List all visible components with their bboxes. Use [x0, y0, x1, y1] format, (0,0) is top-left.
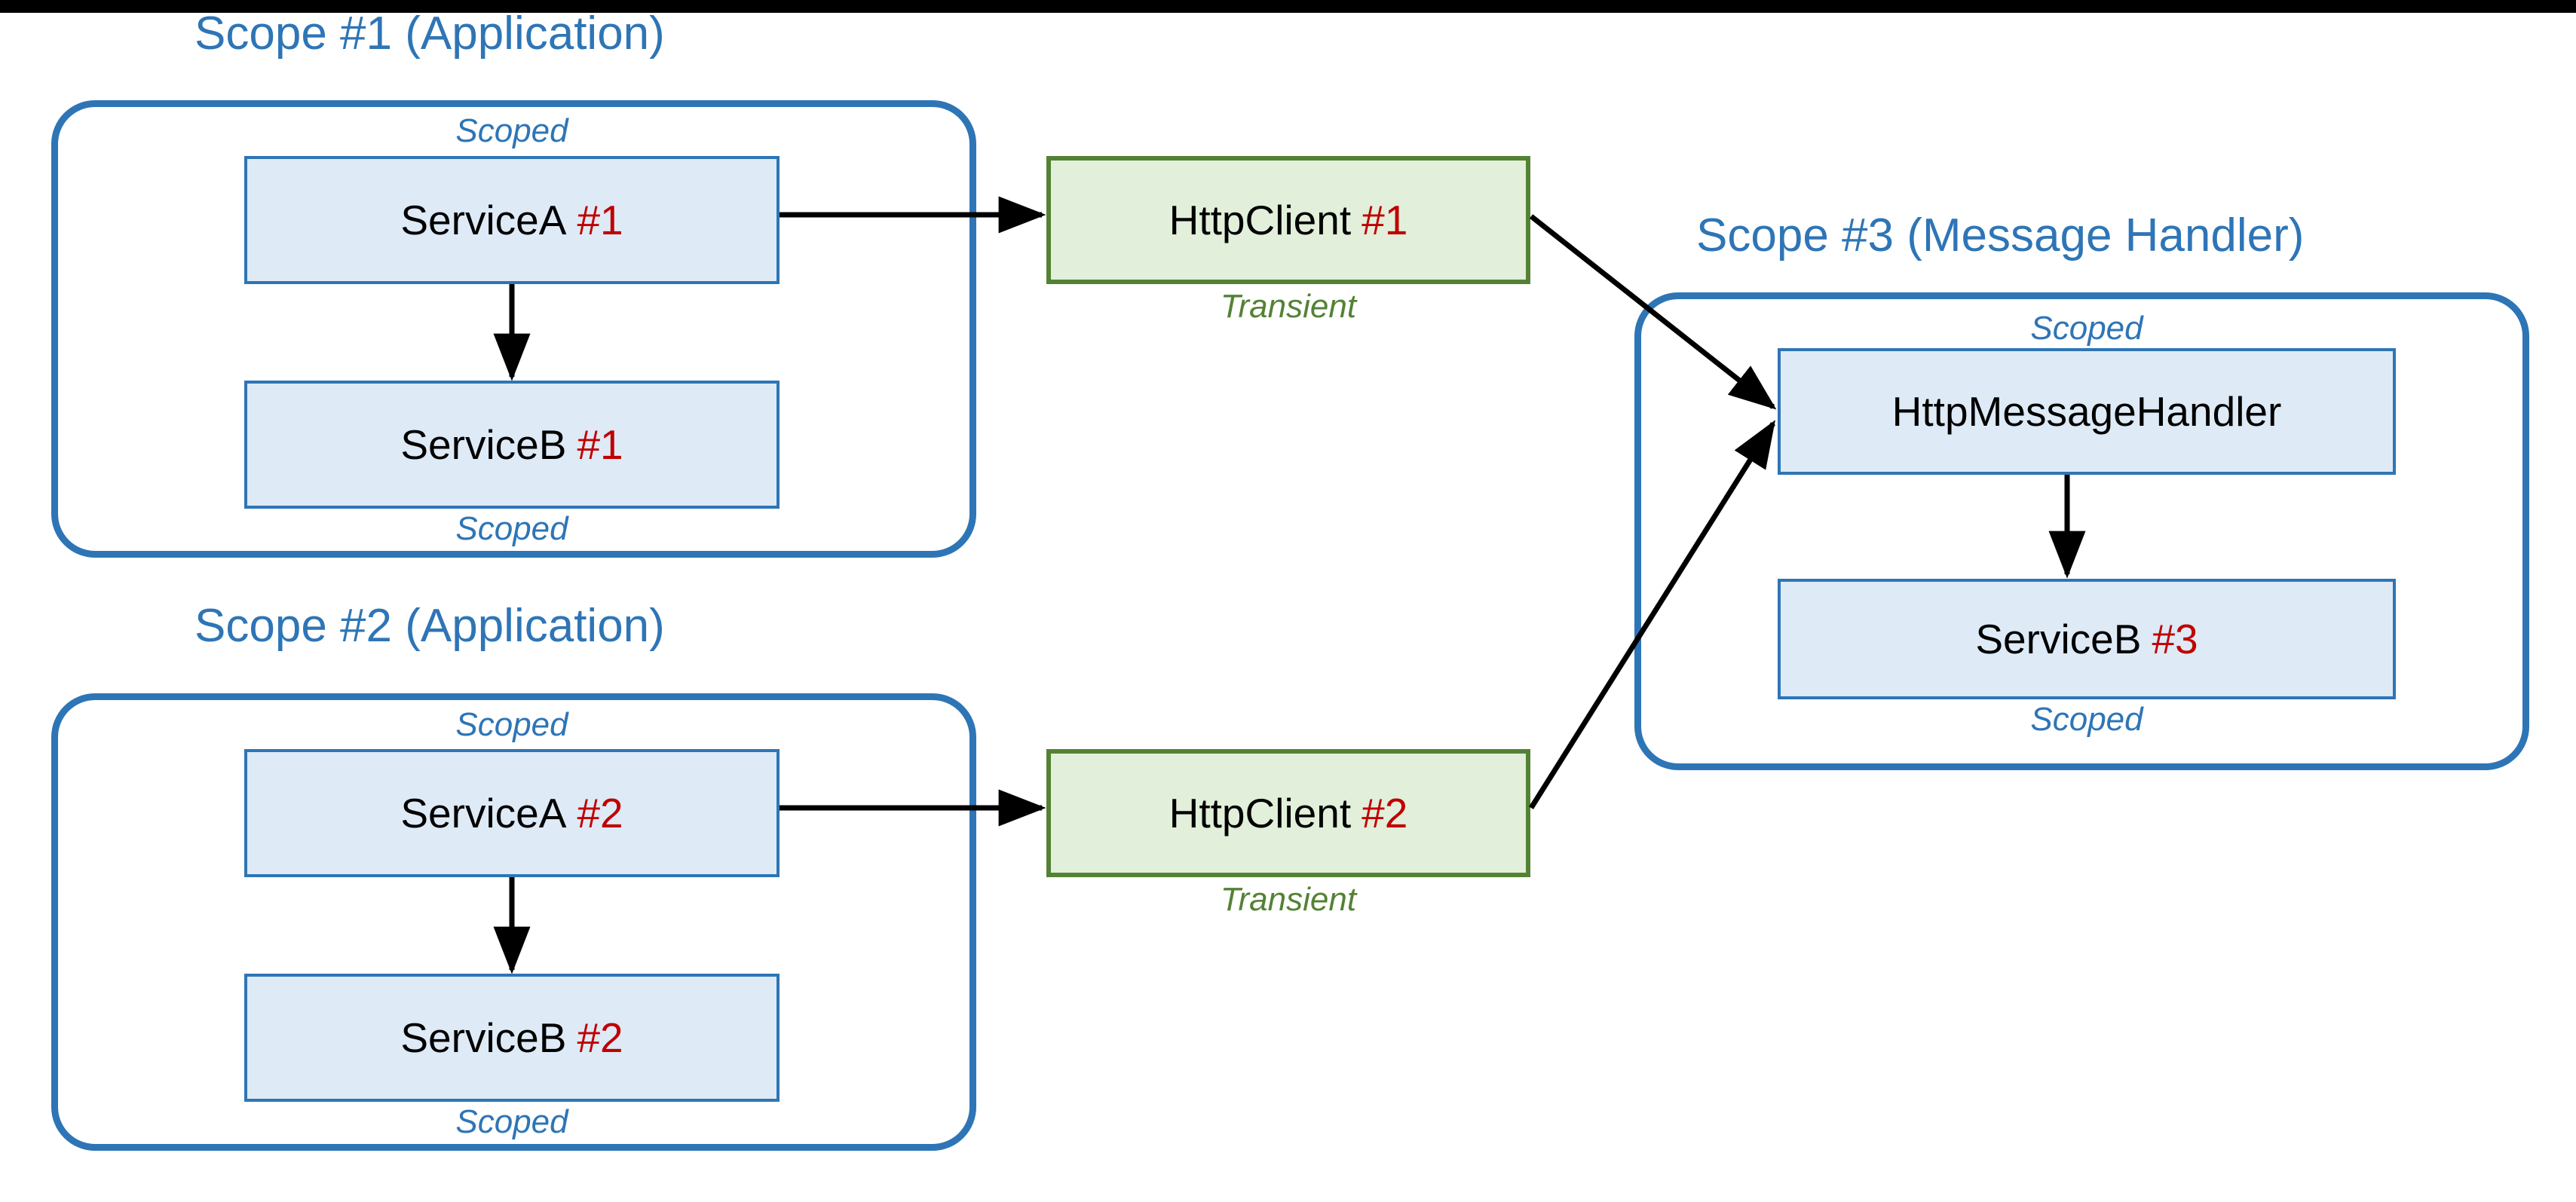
scope-3-bottom-caption: Scoped	[2030, 701, 2143, 738]
node-servicea-2[interactable]: ServiceA #2	[244, 749, 780, 877]
scope-2-container	[51, 693, 976, 1151]
node-httpclient-2[interactable]: HttpClient #2	[1046, 749, 1530, 877]
node-servicea-2-number: #2	[577, 789, 623, 837]
node-servicea-1-number: #1	[577, 196, 623, 243]
scope-1-title: Scope #1 (Application)	[195, 8, 665, 60]
scope-2-top-caption: Scoped	[455, 706, 568, 743]
node-httpmessagehandler-label: HttpMessageHandler	[1891, 387, 2282, 435]
node-serviceb-3-number: #3	[2152, 615, 2198, 662]
node-servicea-2-label: ServiceA	[400, 789, 567, 837]
node-servicea-1-label: ServiceA	[400, 196, 567, 243]
node-serviceb-2-label: ServiceB	[400, 1014, 567, 1061]
scope-3-top-caption: Scoped	[2030, 310, 2143, 347]
httpclient-1-caption: Transient	[1220, 288, 1357, 325]
scope-2-bottom-caption: Scoped	[455, 1103, 568, 1140]
node-serviceb-2[interactable]: ServiceB #2	[244, 974, 780, 1102]
node-httpclient-1-label: HttpClient	[1169, 196, 1352, 243]
node-servicea-1[interactable]: ServiceA #1	[244, 156, 780, 284]
node-serviceb-3[interactable]: ServiceB #3	[1778, 579, 2396, 699]
scope-1-bottom-caption: Scoped	[455, 510, 568, 547]
node-serviceb-2-number: #2	[577, 1014, 623, 1061]
node-httpclient-2-number: #2	[1362, 789, 1408, 837]
node-serviceb-3-label: ServiceB	[1975, 615, 2142, 662]
node-serviceb-1[interactable]: ServiceB #1	[244, 381, 780, 509]
node-serviceb-1-label: ServiceB	[400, 421, 567, 468]
node-serviceb-1-number: #1	[577, 421, 623, 468]
scope-3-title: Scope #3 (Message Handler)	[1696, 210, 2305, 262]
node-httpclient-1[interactable]: HttpClient #1	[1046, 156, 1530, 284]
httpclient-2-caption: Transient	[1220, 881, 1357, 918]
scope-1-top-caption: Scoped	[455, 112, 568, 149]
top-black-bar	[0, 0, 2576, 13]
node-httpclient-2-label: HttpClient	[1169, 789, 1352, 837]
node-httpclient-1-number: #1	[1362, 196, 1408, 243]
node-httpmessagehandler[interactable]: HttpMessageHandler	[1778, 348, 2396, 475]
scope-2-title: Scope #2 (Application)	[195, 600, 665, 652]
scope-1-container	[51, 100, 976, 558]
